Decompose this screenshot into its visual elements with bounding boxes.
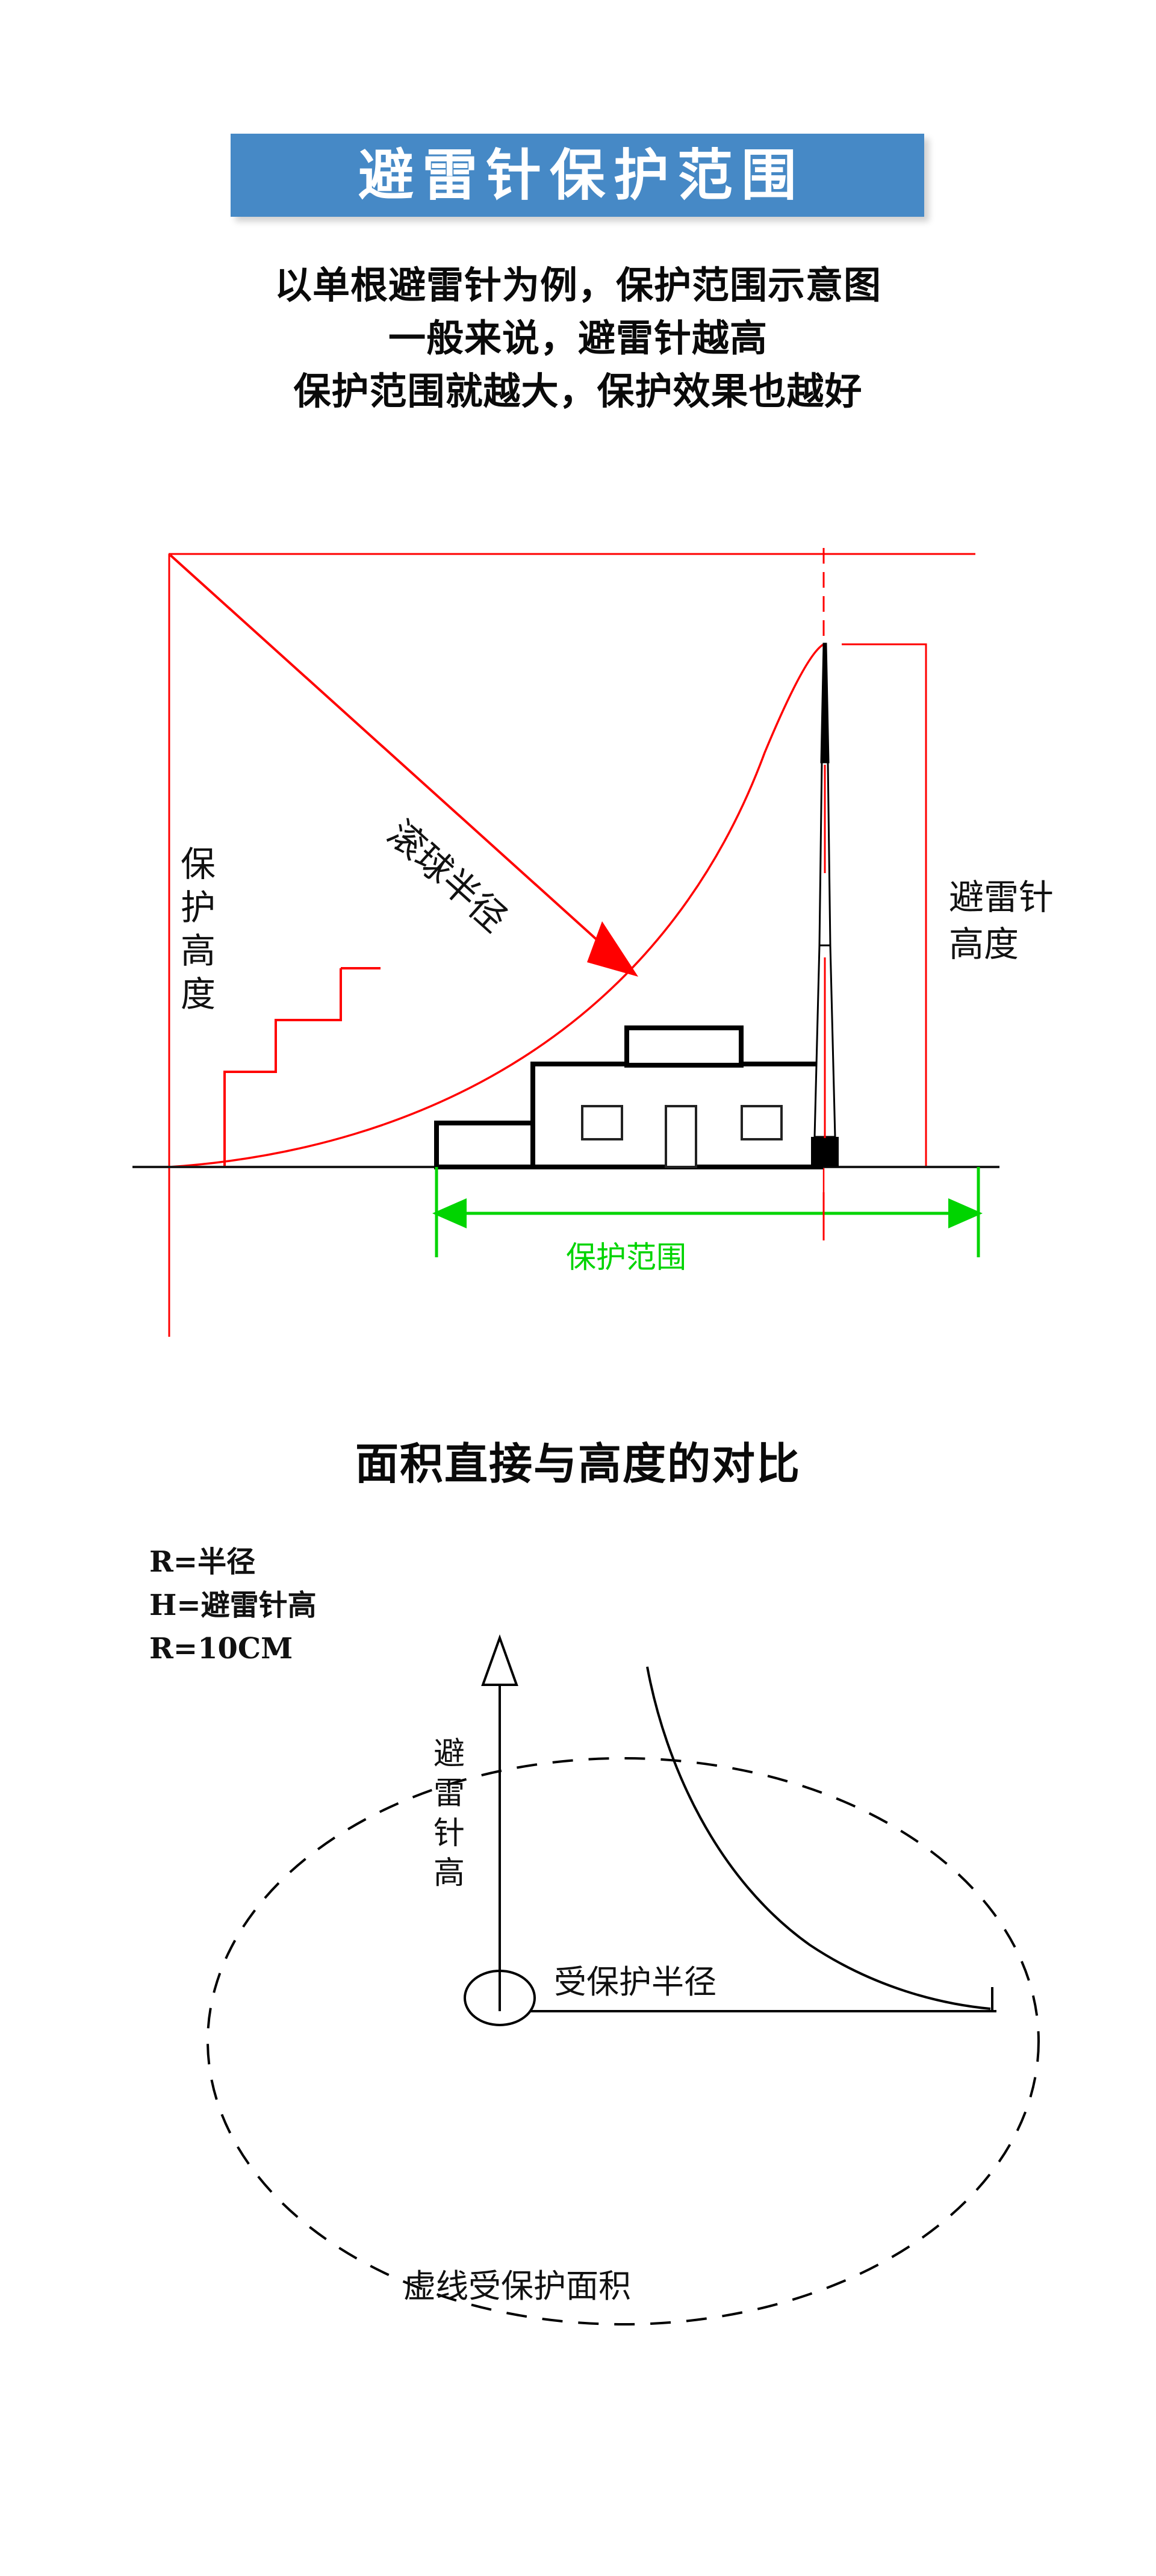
protected-area-comparison-diagram: R=半径 H=避雷针高 R=10CM 避 雷 针 高 受保护半径 虚线受保护面积 bbox=[0, 1511, 1156, 2366]
legend-line-1: R=半径 bbox=[149, 1545, 255, 1579]
protection-height-label-char2: 护 bbox=[181, 887, 216, 928]
protection-height-label-char1: 保 bbox=[181, 844, 216, 885]
building-window-right bbox=[741, 1105, 783, 1140]
rod-height-label-char3: 针 bbox=[434, 1815, 465, 1852]
lightning-rod-protection-diagram: 滚球半径 保 护 高 度 避雷针 高度 保护范围 bbox=[0, 500, 1156, 1355]
rod-height-bracket bbox=[842, 643, 927, 1168]
rolling-sphere-arc bbox=[169, 643, 824, 1168]
protected-area-dashed-ellipse bbox=[207, 1757, 1040, 2326]
protection-range-arrow-head-right bbox=[948, 1198, 983, 1228]
rolling-sphere-radius-arrow-shaft bbox=[169, 554, 624, 965]
building-roof-box bbox=[624, 1025, 744, 1068]
subtitle-block: 以单根避雷针为例，保护范围示意图 一般来说，避雷针越高 保护范围就越大，保护效果… bbox=[0, 259, 1156, 418]
protection-envelope-curve bbox=[646, 1666, 991, 2010]
lightning-rod-height-label-line1: 避雷针 bbox=[949, 877, 1054, 918]
rod-axis-arrow-head bbox=[481, 1634, 518, 1686]
lightning-rod-height-label-line2: 高度 bbox=[949, 924, 1019, 965]
protection-height-steps bbox=[223, 968, 342, 1167]
legend-line-2: H=避雷针高 bbox=[149, 1588, 317, 1622]
protection-range-label: 保护范围 bbox=[566, 1240, 686, 1275]
page-title: 避雷针保护范围 bbox=[358, 143, 805, 208]
building-window-left bbox=[581, 1105, 623, 1140]
rolling-sphere-radius-label: 滚球半径 bbox=[379, 812, 515, 941]
building-annex bbox=[434, 1121, 535, 1169]
title-banner: 避雷针保护范围 bbox=[231, 134, 924, 217]
subtitle-line-2: 一般来说，避雷针越高 bbox=[388, 316, 768, 361]
rod-height-label-char4: 高 bbox=[434, 1855, 465, 1891]
lightning-rod-tip bbox=[820, 642, 830, 764]
lightning-rod-base bbox=[811, 1137, 839, 1167]
section-two-heading: 面积直接与高度的对比 bbox=[355, 1438, 801, 1489]
legend-line-3: R=10CM bbox=[149, 1632, 293, 1666]
subtitle-line-1: 以单根避雷针为例，保护范围示意图 bbox=[274, 263, 881, 307]
protected-radius-label: 受保护半径 bbox=[554, 1963, 716, 2001]
rod-height-label-char2: 雷 bbox=[434, 1776, 465, 1812]
protection-height-label-char3: 高 bbox=[181, 930, 216, 971]
protection-height-label-char4: 度 bbox=[181, 974, 216, 1015]
building-door bbox=[665, 1105, 697, 1168]
rod-height-label-char1: 避 bbox=[434, 1736, 465, 1772]
protection-range-arrow-head-left bbox=[432, 1198, 467, 1228]
subtitle-line-3: 保护范围就越大，保护效果也越好 bbox=[293, 369, 863, 414]
protected-area-label: 虚线受保护面积 bbox=[403, 2267, 631, 2305]
rolling-sphere-radius-arrow-head bbox=[587, 921, 638, 977]
